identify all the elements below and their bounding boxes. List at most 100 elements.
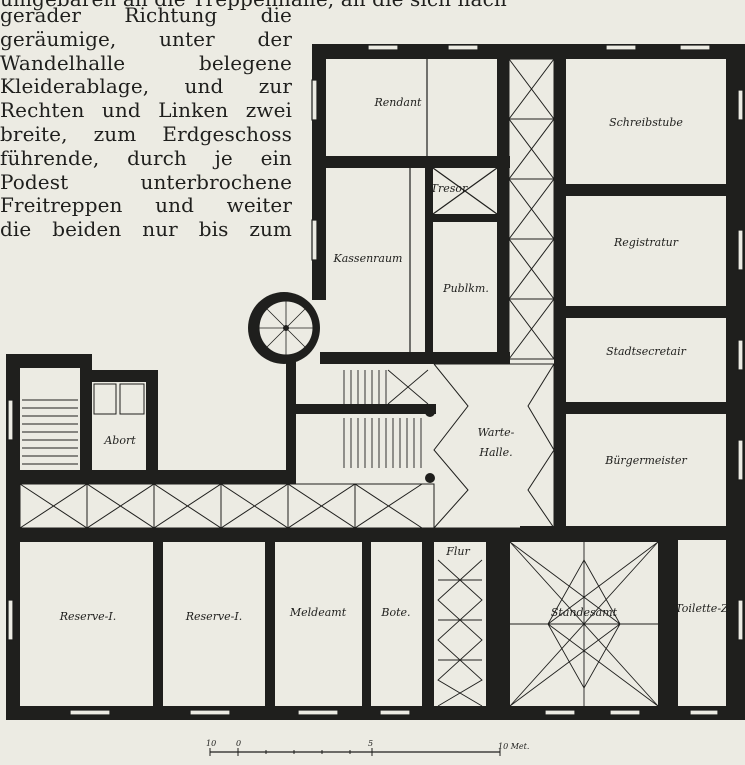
vault-corridor-vertical	[508, 58, 555, 360]
wall-flur-north	[434, 532, 678, 542]
window-n3	[605, 44, 637, 51]
wall-schreib-south	[560, 184, 740, 196]
room-reserve-1	[20, 542, 153, 706]
window-w1	[311, 79, 318, 121]
label-wartehalle-2: Halle.	[478, 446, 512, 459]
text-line-8: Podest unterbrochene	[0, 169, 292, 194]
scale-label-zero: 0	[236, 739, 241, 748]
text-line-9: Freitreppen und weiter	[0, 193, 292, 218]
room-flur	[434, 542, 486, 706]
vault-diamond	[547, 559, 621, 689]
landing-cross	[387, 369, 429, 405]
wall-north	[312, 44, 745, 59]
tresor-cross-2	[432, 167, 498, 215]
vault-zig-2	[508, 58, 555, 360]
window-n2	[447, 44, 479, 51]
flur-zig-2	[437, 559, 483, 707]
abort-cell-2	[119, 383, 145, 415]
wartehalle-left-zig	[433, 363, 469, 529]
wall-left-north	[6, 354, 92, 368]
label-meldeamt: Meldeamt	[289, 606, 347, 619]
wall-south-corridor	[6, 528, 526, 542]
text-line-3: Wandelhalle belegene	[0, 50, 292, 75]
scale-label-right: 10 Met.	[498, 742, 529, 751]
spiral-step	[285, 327, 306, 348]
label-publikum: Publkm.	[442, 282, 489, 295]
window-n1	[367, 44, 399, 51]
window-n4	[679, 44, 711, 51]
spiral-stair	[248, 292, 320, 364]
text-line-6: breite, zum Erdgeschoss	[0, 121, 292, 146]
vault-rib	[547, 623, 659, 707]
text-line-partial: umgebaren an die Treppenhalle, an die si…	[0, 0, 745, 12]
wall-flur-standes	[486, 536, 510, 714]
window-s1	[69, 709, 111, 716]
label-flur: Flur	[445, 545, 470, 558]
label-wartehalle-1: Warte-	[478, 426, 515, 439]
wall-toilette-east	[726, 532, 745, 720]
room-toilette	[678, 542, 726, 706]
wartehalle	[433, 363, 555, 529]
wall-standes-toilette	[658, 536, 678, 714]
text-line-10: die beiden nur bis zum	[0, 217, 292, 242]
room-labels: Rendant Schreibstube Tresor Kassenraum P…	[59, 96, 729, 623]
spiral-step	[266, 308, 287, 329]
vault-rib	[509, 623, 621, 707]
room-reserve-2	[163, 542, 265, 706]
wall-stair-west	[286, 362, 296, 482]
room-abort	[92, 382, 146, 470]
thin-lines	[7, 44, 744, 716]
scale-label-mid: 5	[368, 739, 373, 748]
room-rendant	[326, 59, 497, 156]
spiral-core	[283, 325, 289, 331]
label-toilette: Toilette-Z	[675, 602, 729, 615]
room-publikum	[433, 222, 497, 352]
flur-hatch	[437, 559, 483, 707]
window-e1	[737, 89, 744, 121]
label-rendant: Rendant	[374, 96, 423, 109]
label-kassenraum: Kassenraum	[333, 252, 403, 265]
window-s5	[544, 709, 576, 716]
window-s6	[609, 709, 641, 716]
wall-corridor-west	[497, 52, 509, 364]
room-meldeamt	[275, 542, 362, 706]
label-reserve-1: Reserve-I.	[59, 610, 117, 623]
window-e3	[737, 339, 744, 371]
wartehalle-outline	[434, 363, 555, 529]
window-s2	[189, 709, 231, 716]
wall-abort-east	[146, 370, 158, 480]
window-s4	[379, 709, 411, 716]
room-buergermeister	[566, 414, 726, 526]
scale-bar: 10 0 5 10 Met.	[206, 739, 529, 756]
text-column: umgebaren an die Treppenhalle, an die si…	[0, 0, 507, 242]
label-standesamt: Standesamt	[551, 606, 618, 619]
columns	[425, 407, 435, 483]
window-e5	[737, 599, 744, 641]
column-1	[425, 407, 435, 417]
text-line-5: Rechten und Linken zwei	[0, 98, 292, 123]
vault-corridor-horizontal	[19, 483, 435, 529]
wall-regis-south	[560, 306, 740, 318]
wall-bote-flur	[422, 536, 434, 714]
wall-reserve-melde	[265, 536, 275, 714]
flur-zig-1	[437, 559, 483, 707]
spiral-step	[266, 327, 287, 348]
wall-abort-north	[80, 370, 158, 382]
label-abort: Abort	[103, 434, 136, 447]
room-bote	[371, 542, 422, 706]
stairs-main	[343, 369, 429, 468]
wall-stair-mid	[290, 404, 436, 414]
window-e2	[737, 229, 744, 271]
label-registratur: Registratur	[613, 236, 679, 249]
stairs-left	[22, 399, 78, 465]
room-schreibstube	[566, 59, 726, 184]
text-line-2: geräumige, unter der	[0, 26, 292, 51]
standesamt-vault	[509, 541, 659, 707]
wall-corridor-east	[554, 52, 566, 532]
scale-label-left: 10	[206, 739, 216, 748]
wall-stadt-south	[560, 402, 740, 414]
spiral-steps	[259, 301, 313, 355]
text-line-7: führende, durch je ein	[0, 145, 292, 170]
wall-rendant-south	[320, 156, 510, 168]
